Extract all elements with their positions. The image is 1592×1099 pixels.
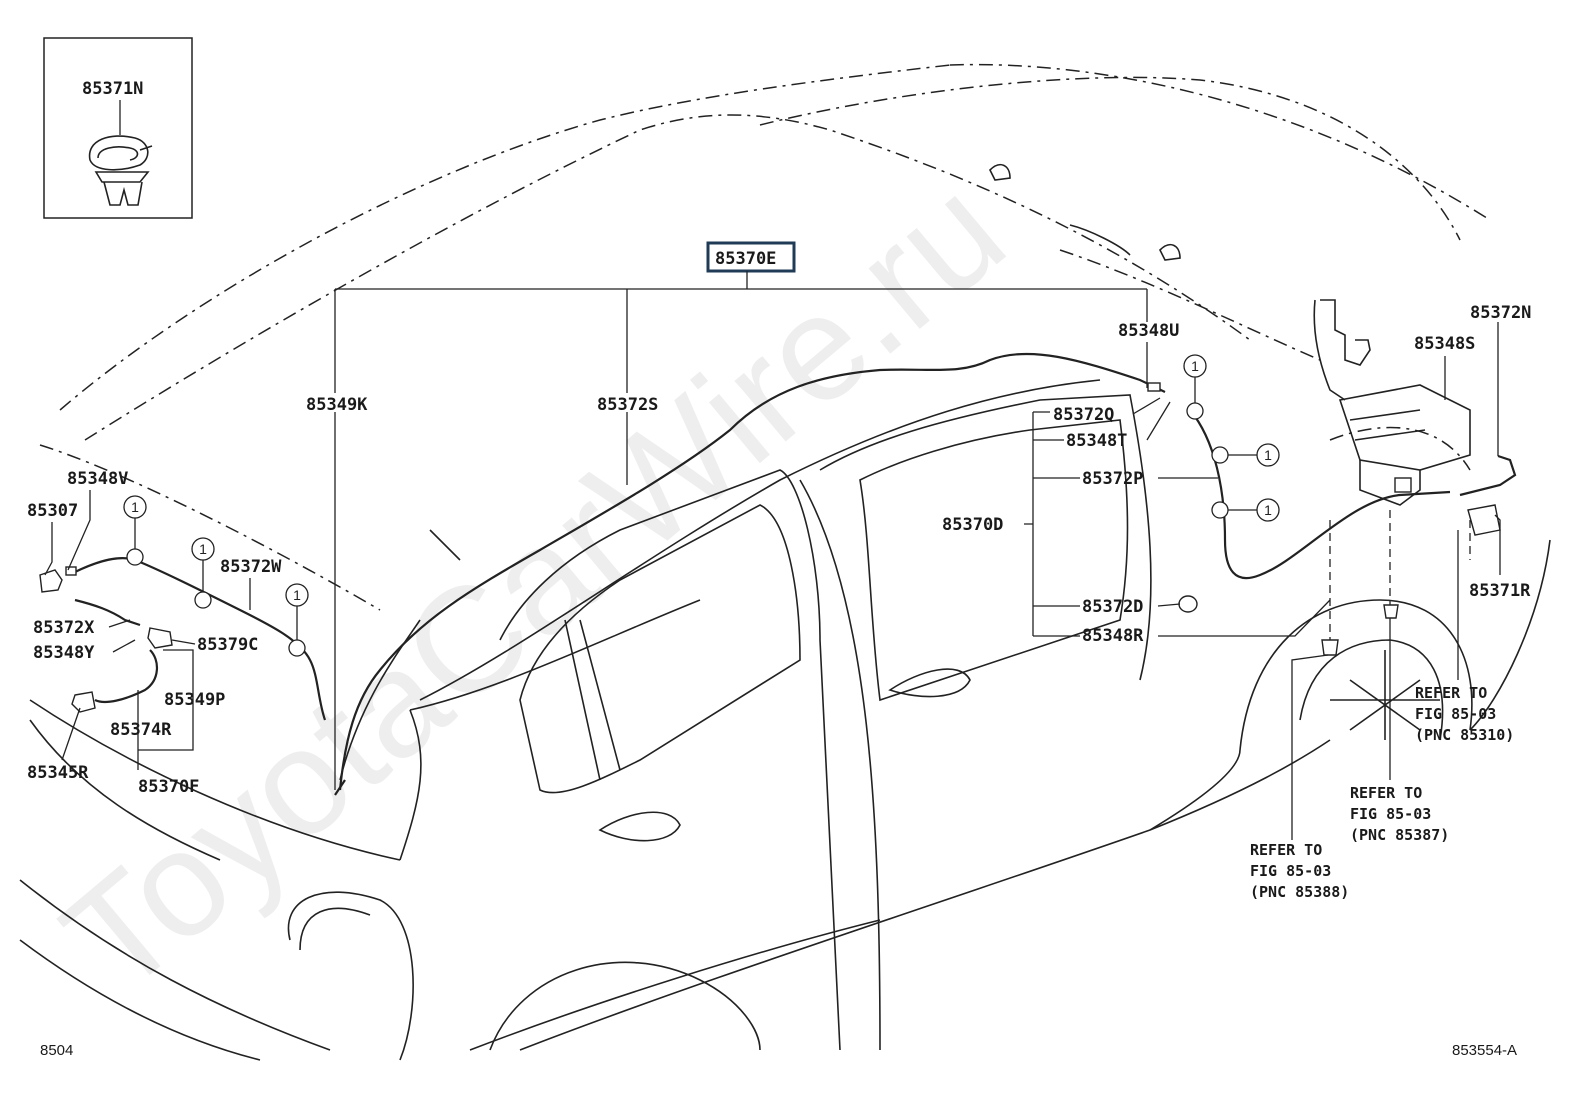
svg-text:FIG 85-03: FIG 85-03: [1415, 705, 1496, 723]
part-85372Q: 85372Q: [1053, 405, 1114, 425]
part-85348U: 85348U: [1118, 321, 1179, 341]
svg-text:1: 1: [1191, 358, 1199, 374]
inset-box: 85371N: [43, 37, 193, 219]
part-85348T: 85348T: [1066, 431, 1127, 451]
svg-text:REFER TO: REFER TO: [1415, 684, 1487, 702]
part-85348S: 85348S: [1414, 334, 1475, 354]
svg-text:REFER TO: REFER TO: [1350, 784, 1422, 802]
highlighted-part-label: 85370E: [715, 249, 776, 269]
lower-clip-2: [1383, 604, 1399, 619]
footer-left-code: 8504: [40, 1042, 73, 1059]
rear-hose-clamp: [147, 627, 173, 649]
part-85372D: 85372D: [1082, 597, 1143, 617]
front-hose-connector: [1467, 504, 1501, 536]
part-85372P: 85372P: [1082, 469, 1143, 489]
components: [39, 382, 1501, 713]
hose-joint-85348T: [1147, 382, 1161, 392]
callout-front-3: 1: [1256, 498, 1280, 522]
part-85348Y: 85348Y: [33, 643, 95, 663]
callout-front-1: 1: [1183, 354, 1207, 378]
part-85371R: 85371R: [1469, 581, 1531, 601]
refer-note-85388: REFER TO FIG 85-03 (PNC 85388): [1250, 841, 1349, 901]
hose-clip-85372D: [1178, 595, 1198, 613]
rear-grommet: [71, 691, 96, 713]
vehicle-outline: [19, 63, 1551, 1061]
rear-nozzle: [39, 569, 63, 593]
part-85374R: 85374R: [110, 720, 172, 740]
callout-rear-1: 1: [123, 495, 147, 519]
svg-text:(PNC 85310): (PNC 85310): [1415, 726, 1514, 744]
svg-text:1: 1: [131, 499, 139, 515]
part-85349P: 85349P: [164, 690, 225, 710]
clip-markers: [126, 402, 1229, 657]
part-85372S: 85372S: [597, 395, 658, 415]
inset-part-label: 85371N: [82, 79, 143, 99]
svg-text:1: 1: [1264, 502, 1272, 518]
washer-tank: [1313, 299, 1471, 506]
part-85370D: 85370D: [942, 515, 1003, 535]
callout-rear-3: 1: [285, 583, 309, 607]
callout-leaders: [134, 377, 1257, 640]
refer-note-85387: REFER TO FIG 85-03 (PNC 85387): [1350, 784, 1449, 844]
callout-front-2: 1: [1256, 443, 1280, 467]
part-85349K: 85349K: [306, 395, 368, 415]
part-85372X: 85372X: [33, 618, 95, 638]
part-85372N: 85372N: [1470, 303, 1531, 323]
svg-text:1: 1: [293, 587, 301, 603]
part-85379C: 85379C: [197, 635, 258, 655]
svg-text:1: 1: [1264, 447, 1272, 463]
part-labels: 85349K 85372S 85348U 85372Q 85348T 85372…: [27, 303, 1531, 797]
refer-note-85310: REFER TO FIG 85-03 (PNC 85310): [1415, 684, 1514, 744]
svg-text:FIG 85-03: FIG 85-03: [1350, 805, 1431, 823]
rear-hose-joint: [65, 566, 77, 576]
assembly-85370E: 85370E: [334, 241, 1148, 790]
tank-pump-connector: [1394, 477, 1412, 493]
svg-text:REFER TO: REFER TO: [1250, 841, 1322, 859]
washer-hoses: [74, 352, 1517, 796]
svg-text:FIG 85-03: FIG 85-03: [1250, 862, 1331, 880]
highlighted-part-box: [706, 241, 796, 273]
leader-lines: [44, 322, 1501, 840]
part-85372W: 85372W: [220, 557, 282, 577]
part-85307: 85307: [27, 501, 78, 521]
callout-rear-2: 1: [191, 537, 215, 561]
footer-right-code: 853554-A: [1452, 1042, 1517, 1059]
lower-clip-1: [1321, 639, 1339, 656]
part-85348R: 85348R: [1082, 626, 1144, 646]
svg-text:1: 1: [199, 541, 207, 557]
watermark-text: ToyotaCarWire.ru: [33, 146, 1035, 1025]
part-85345R: 85345R: [27, 763, 89, 783]
svg-text:(PNC 85388): (PNC 85388): [1250, 883, 1349, 901]
svg-text:(PNC 85387): (PNC 85387): [1350, 826, 1449, 844]
part-85348V: 85348V: [67, 469, 128, 489]
part-85370F: 85370F: [138, 777, 199, 797]
